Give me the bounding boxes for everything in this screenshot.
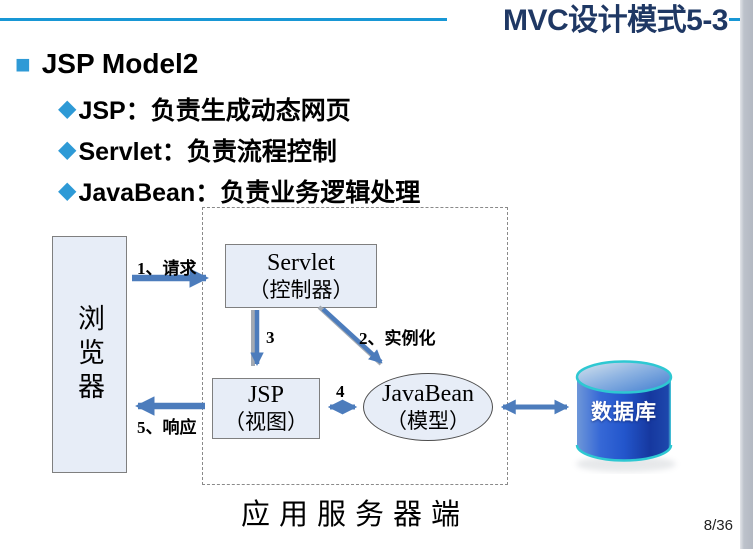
list-item-label: JavaBean：负责业务逻辑处理 xyxy=(78,178,421,207)
database-label: 数据库 xyxy=(591,401,657,424)
browser-node: 浏览器 xyxy=(52,236,127,473)
list-heading-label: JSP Model2 xyxy=(41,48,199,79)
list-item: ◆ JavaBean：负责业务逻辑处理 xyxy=(58,170,420,211)
servlet-subtitle: （控制器） xyxy=(248,277,354,302)
servlet-title: Servlet xyxy=(267,249,335,276)
app-server-boundary xyxy=(202,207,508,485)
list-item-label: Servlet：负责流程控制 xyxy=(78,137,337,166)
javabean-subtitle: （模型） xyxy=(386,408,470,433)
diamond-bullet-icon: ◆ xyxy=(58,135,77,163)
arrow-label-interact: 4 xyxy=(336,382,345,401)
jsp-title: JSP xyxy=(247,382,285,408)
diagram-caption: 应用服务器端 xyxy=(240,499,469,531)
list-item: ◆ Servlet：负责流程控制 xyxy=(58,129,420,170)
jsp-node: JSP （视图） xyxy=(212,378,320,439)
list-item-label: JSP：负责生成动态网页 xyxy=(78,96,351,125)
arrow-label-instantiate: 2、实例化 xyxy=(359,329,436,348)
list-heading-row: ■ JSP Model2 xyxy=(15,48,198,80)
diamond-bullet-icon: ◆ xyxy=(58,94,77,122)
bullet-list: ◆ JSP：负责生成动态网页 ◆ Servlet：负责流程控制 ◆ JavaBe… xyxy=(58,88,420,211)
arrow-label-response: 5、响应 xyxy=(137,418,197,437)
scrollbar[interactable] xyxy=(740,0,753,549)
browser-label: 浏览器 xyxy=(74,303,104,406)
javabean-title: JavaBean xyxy=(382,380,474,407)
title-rule-right xyxy=(729,18,741,21)
square-bullet-icon: ■ xyxy=(15,48,31,79)
javabean-node: JavaBean （模型） xyxy=(363,373,493,441)
arrow-label-forward: 3 xyxy=(266,328,275,347)
title-rule-left xyxy=(0,18,447,21)
page-indicator: 8/36 xyxy=(703,517,733,534)
list-item: ◆ JSP：负责生成动态网页 xyxy=(58,88,420,129)
jsp-subtitle: （视图） xyxy=(224,410,308,434)
diamond-bullet-icon: ◆ xyxy=(58,176,77,204)
arrow-label-request: 1、请求 xyxy=(137,259,197,278)
servlet-node: Servlet （控制器） xyxy=(225,244,377,308)
page-title: MVC设计模式5-3 xyxy=(502,4,729,37)
